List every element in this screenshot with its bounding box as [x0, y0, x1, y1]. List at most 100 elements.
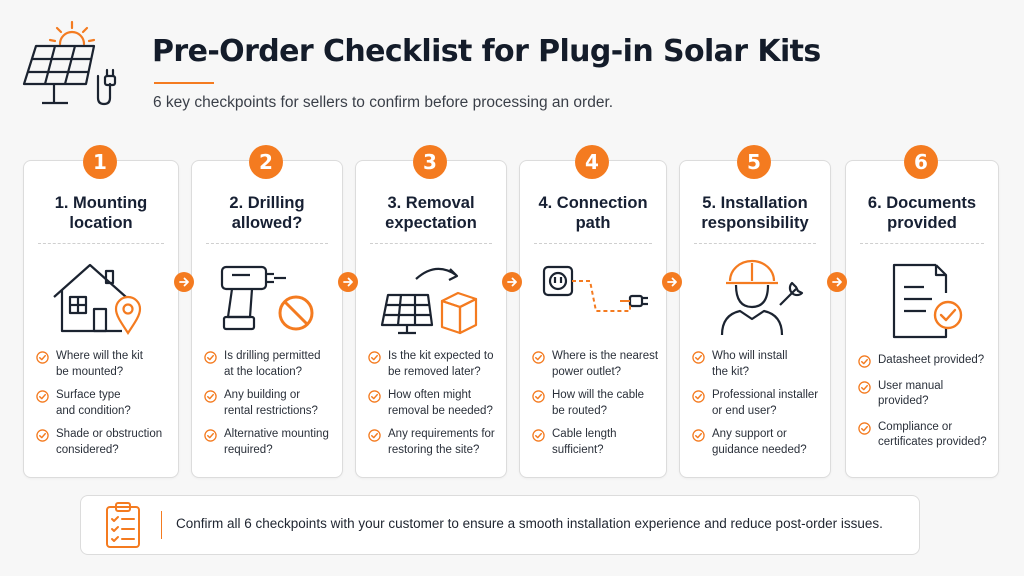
- checklist-item: User manual provided?: [858, 379, 992, 410]
- checklist-item-text: User manual provided?: [878, 379, 944, 408]
- check-circle-icon: [858, 380, 871, 394]
- check-circle-icon: [36, 429, 49, 442]
- checklist-item: Where will the kit be mounted?: [36, 349, 172, 380]
- step-title: 1. Mounting location: [54, 194, 148, 232]
- step-number-badge: 6: [904, 145, 938, 179]
- checklist: Where will the kit be mounted? Surface t…: [36, 349, 172, 466]
- worker-wrench-icon: [720, 259, 804, 336]
- checklist-item: How often might removal be needed?: [368, 388, 500, 419]
- panel-to-box-icon: [380, 267, 478, 335]
- check-circle-icon: [532, 390, 545, 403]
- arrow-right-icon: [174, 272, 194, 292]
- checklist-item-text: Any support or guidance needed?: [712, 428, 807, 456]
- check-circle-icon: [368, 390, 381, 403]
- checklist-item: Shade or obstruction considered?: [36, 427, 172, 458]
- checklist-item-text: Where will the kit be mounted?: [56, 350, 143, 378]
- checklist-item: Alternative mounting required?: [204, 427, 336, 458]
- checklist-item-text: Alternative mounting required?: [224, 428, 329, 456]
- step-title: 6. Documents provided: [867, 194, 977, 232]
- outlet-plug-icon: [542, 265, 648, 312]
- checklist: Is drilling permitted at the location? A…: [204, 349, 336, 466]
- step-title: 5. Installation responsibility: [701, 194, 809, 232]
- arrow-right-icon: [827, 272, 847, 292]
- checklist-item-text: Any building or rental restrictions?: [224, 389, 318, 417]
- step-card-5: 5. Installation responsibility Who will …: [679, 160, 831, 478]
- checklist-item-text: Compliance or certificates provided?: [878, 420, 987, 449]
- check-circle-icon: [36, 351, 49, 364]
- check-circle-icon: [204, 390, 217, 403]
- checklist-item: Professional installer or end user?: [692, 388, 824, 419]
- clipboard-checklist-icon: [106, 502, 140, 548]
- arrow-right-icon: [662, 272, 682, 292]
- step-title: 4. Connection path: [538, 194, 648, 232]
- check-circle-icon: [692, 390, 705, 403]
- checklist-item-text: Who will install the kit?: [712, 350, 788, 378]
- checklist-item-text: Is the kit expected to be removed later?: [388, 350, 494, 378]
- checklist-item-text: How will the cable be routed?: [552, 389, 645, 417]
- step-title: 2. Drilling allowed?: [229, 194, 305, 232]
- checklist-item-text: Where is the nearest power outlet?: [552, 350, 659, 378]
- divider: [38, 243, 164, 244]
- divider: [206, 243, 328, 244]
- step-card-4: 4. Connection path Where is the nearest …: [519, 160, 667, 478]
- checklist-item: Any support or guidance needed?: [692, 427, 824, 458]
- checklist-item: Is the kit expected to be removed later?: [368, 349, 500, 380]
- checklist-item-text: Professional installer or end user?: [712, 389, 819, 417]
- checklist-item-text: How often might removal be needed?: [388, 389, 493, 417]
- checklist-item: Compliance or certificates provided?: [858, 420, 992, 451]
- check-circle-icon: [692, 429, 705, 442]
- step-card-6: 6. Documents provided Datasheet provided…: [845, 160, 999, 478]
- checklist-item: Cable length sufficient?: [532, 427, 660, 458]
- document-check-icon: [892, 263, 963, 339]
- step-number-badge: 1: [83, 145, 117, 179]
- checklist-item-text: Shade or obstruction considered?: [56, 428, 163, 456]
- checklist: Where is the nearest power outlet? How w…: [532, 349, 660, 466]
- divider: [534, 243, 652, 244]
- summary-text: Confirm all 6 checkpoints with your cust…: [176, 516, 883, 531]
- checklist-item: Surface type and condition?: [36, 388, 172, 419]
- page-subtitle: 6 key checkpoints for sellers to confirm…: [153, 94, 614, 111]
- step-number-badge: 3: [413, 145, 447, 179]
- checklist-item-text: Cable length sufficient?: [552, 428, 617, 456]
- check-circle-icon: [858, 421, 871, 435]
- divider: [694, 243, 816, 244]
- checklist-item-text: Any requirements for restoring the site?: [388, 428, 495, 456]
- checklist: Who will install the kit? Professional i…: [692, 349, 824, 466]
- arrow-right-icon: [502, 272, 522, 292]
- step-card-2: 2. Drilling allowed? Is drilling permitt…: [191, 160, 343, 478]
- checklist-item-text: Surface type and condition?: [56, 389, 131, 417]
- check-circle-icon: [858, 355, 871, 368]
- checklist-item: Who will install the kit?: [692, 349, 824, 380]
- arrow-right-icon: [338, 272, 358, 292]
- checklist-item: Where is the nearest power outlet?: [532, 349, 660, 380]
- check-circle-icon: [692, 351, 705, 364]
- house-location-icon: [53, 263, 142, 335]
- check-circle-icon: [204, 429, 217, 442]
- step-number-badge: 2: [249, 145, 283, 179]
- page-title: Pre-Order Checklist for Plug-in Solar Ki…: [152, 34, 821, 69]
- checklist-item: Any requirements for restoring the site?: [368, 427, 500, 458]
- divider: [860, 243, 984, 244]
- step-card-1: 1. Mounting location Where will the kit …: [23, 160, 179, 478]
- checklist-item-text: Datasheet provided?: [878, 354, 985, 366]
- step-title: 3. Removal expectation: [385, 194, 477, 232]
- check-circle-icon: [368, 429, 381, 442]
- drill-prohibited-icon: [220, 265, 314, 331]
- checklist-item-text: Is drilling permitted at the location?: [224, 350, 321, 378]
- check-circle-icon: [204, 351, 217, 364]
- checklist-item: Any building or rental restrictions?: [204, 388, 336, 419]
- step-number-badge: 4: [575, 145, 609, 179]
- checklist-item: Datasheet provided?: [858, 353, 992, 369]
- footer-separator: [161, 511, 162, 539]
- summary-banner: Confirm all 6 checkpoints with your cust…: [80, 495, 920, 555]
- check-circle-icon: [532, 429, 545, 442]
- checklist: Is the kit expected to be removed later?…: [368, 349, 500, 466]
- check-circle-icon: [368, 351, 381, 364]
- step-number-badge: 5: [737, 145, 771, 179]
- step-card-3: 3. Removal expectation Is the kit expect…: [355, 160, 507, 478]
- checklist-item: Is drilling permitted at the location?: [204, 349, 336, 380]
- divider: [370, 243, 492, 244]
- check-circle-icon: [532, 351, 545, 364]
- title-underline: [154, 82, 214, 84]
- checklist-item: How will the cable be routed?: [532, 388, 660, 419]
